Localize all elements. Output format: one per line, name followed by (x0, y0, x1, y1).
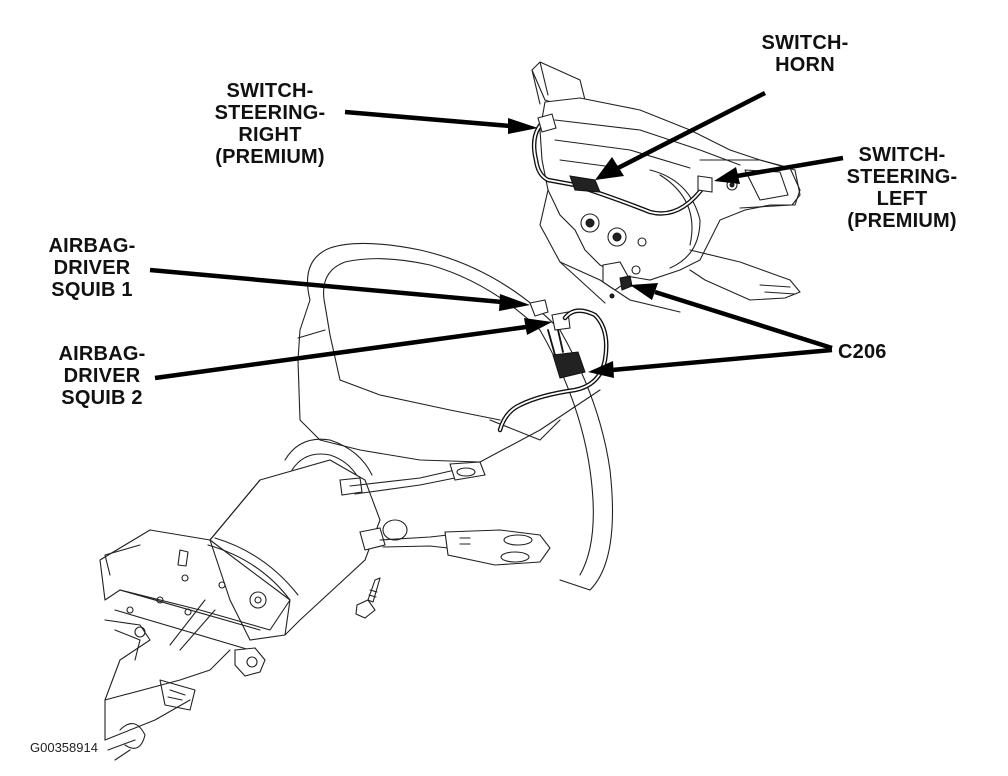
label-line: (PREMIUM) (215, 146, 325, 168)
label-line: C206 (838, 341, 887, 363)
label-line: SWITCH- (858, 144, 946, 166)
label-line: HORN (775, 54, 835, 76)
arrowhead (508, 118, 538, 134)
squib-harness (497, 299, 609, 433)
airbag-module (531, 61, 801, 313)
label-switch-steering-left: SWITCH- STEERING- LEFT (PREMIUM) (838, 144, 966, 232)
label-line: SWITCH- (226, 80, 314, 102)
arrowhead (595, 157, 624, 180)
arrowhead (714, 167, 740, 184)
arrowhead (630, 283, 658, 300)
leader-airbag-squib-1 (149, 267, 503, 305)
leader-switch-steering-right (344, 109, 511, 129)
label-line: SQUIB 1 (51, 279, 133, 301)
steering-wheel (297, 242, 614, 591)
label-switch-horn: SWITCH- HORN (755, 32, 855, 76)
label-line: (PREMIUM) (847, 210, 957, 232)
label-line: DRIVER (53, 257, 131, 279)
leader-switch-horn (616, 90, 767, 171)
label-line: DRIVER (63, 365, 141, 387)
label-line: LEFT (876, 188, 928, 210)
label-airbag-driver-squib-2: AIRBAG- DRIVER SQUIB 2 (52, 343, 152, 409)
multifunction-switch-lever (339, 461, 486, 496)
leader-airbag-squib-2 (154, 324, 527, 381)
label-line: SQUIB 2 (61, 387, 143, 409)
leader-lines (149, 90, 844, 381)
arrowhead (524, 318, 552, 335)
leader-c206-module (654, 289, 833, 351)
arrowhead (588, 361, 614, 378)
leader-c206-harness (611, 347, 833, 373)
steering-column (99, 438, 381, 761)
label-switch-steering-right: SWITCH- STEERING- RIGHT (PREMIUM) (210, 80, 330, 168)
mounting-bolt (355, 577, 381, 619)
label-line: STEERING- (846, 166, 958, 188)
label-line: RIGHT (238, 124, 302, 146)
label-line: AIRBAG- (58, 343, 146, 365)
leader-switch-steering-left (736, 155, 844, 179)
label-airbag-driver-squib-1: AIRBAG- DRIVER SQUIB 1 (42, 235, 142, 301)
figure-id: G00358914 (30, 740, 98, 755)
label-line: SWITCH- (761, 32, 849, 54)
label-line: STEERING- (214, 102, 326, 124)
label-line: AIRBAG- (48, 235, 136, 257)
switch-harness (531, 113, 713, 216)
arrowhead (499, 294, 530, 311)
label-c206: C206 (838, 341, 900, 363)
wiper-switch-lever (359, 519, 551, 566)
